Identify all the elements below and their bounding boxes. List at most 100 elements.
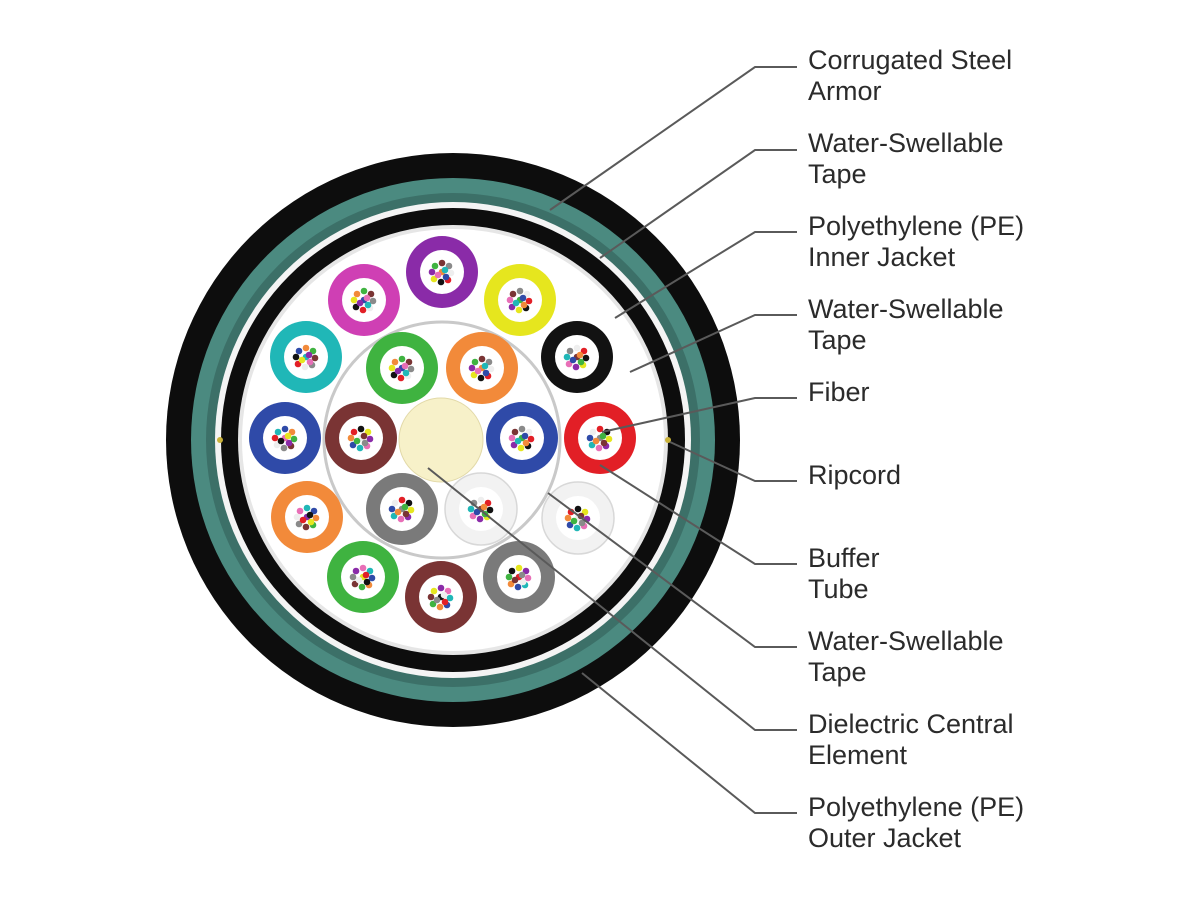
fiber xyxy=(566,521,574,529)
fiber xyxy=(306,511,314,519)
fiber xyxy=(280,444,288,452)
fiber xyxy=(447,269,455,277)
callout-label-line: Element xyxy=(808,740,908,770)
fiber xyxy=(301,363,309,371)
fiber xyxy=(569,356,577,364)
fiber xyxy=(510,441,518,449)
fiber xyxy=(277,437,285,445)
fiber xyxy=(298,356,306,364)
fiber xyxy=(437,278,445,286)
fiber xyxy=(600,439,608,447)
fiber xyxy=(514,583,522,591)
ripcord-left xyxy=(217,437,223,443)
inner-water-swellable-tape xyxy=(322,320,562,560)
fiber xyxy=(366,435,374,443)
callout-label-line: Buffer xyxy=(808,543,880,573)
fiber xyxy=(431,262,439,270)
fiber xyxy=(514,437,522,445)
callout-label-line: Ripcord xyxy=(808,460,902,490)
fiber xyxy=(359,306,367,314)
fiber xyxy=(436,603,444,611)
leader-line xyxy=(599,149,797,259)
fiber xyxy=(478,355,486,363)
fiber xyxy=(446,594,454,602)
fiber xyxy=(582,354,590,362)
fiber xyxy=(271,434,279,442)
buffer-tube xyxy=(484,264,556,336)
callout-label-line: Dielectric Central xyxy=(808,709,1014,739)
callout-label-line: Tape xyxy=(808,159,867,189)
buffer-tube xyxy=(446,332,518,404)
callout-label-line: Tube xyxy=(808,574,869,604)
fiber xyxy=(437,584,445,592)
fiber xyxy=(485,358,493,366)
buffer-tube xyxy=(325,402,397,474)
fiber xyxy=(367,290,375,298)
callout-label-line: Corrugated Steel xyxy=(808,45,1013,75)
callout-label-line: Polyethylene (PE) xyxy=(808,792,1025,822)
fiber xyxy=(516,287,524,295)
fiber xyxy=(397,374,405,382)
fiber xyxy=(402,510,410,518)
fiber xyxy=(521,432,529,440)
fiber xyxy=(440,591,448,599)
callout-label: Polyethylene (PE)Inner Jacket xyxy=(808,211,1024,273)
fiber xyxy=(433,596,441,604)
fiber xyxy=(306,358,314,366)
fiber xyxy=(429,600,437,608)
fiber xyxy=(285,439,293,447)
fiber xyxy=(281,425,289,433)
fiber xyxy=(402,369,410,377)
fiber xyxy=(309,347,317,355)
fiber xyxy=(438,259,446,267)
buffer-tube xyxy=(270,321,342,393)
fiber xyxy=(427,593,435,601)
buffer-tube xyxy=(444,472,518,546)
fiber xyxy=(441,266,449,274)
fiber xyxy=(292,353,300,361)
fiber xyxy=(524,574,532,582)
callout-label-line: Armor xyxy=(808,76,882,106)
fiber xyxy=(473,508,481,516)
fiber xyxy=(512,299,520,307)
fiber xyxy=(522,567,530,575)
fiber xyxy=(477,496,485,504)
fiber xyxy=(295,347,303,355)
fiber xyxy=(355,576,363,584)
fiber xyxy=(284,432,292,440)
fiber xyxy=(523,290,531,298)
fiber xyxy=(356,444,364,452)
fiber xyxy=(563,353,571,361)
fiber xyxy=(484,499,492,507)
callout-label-line: Fiber xyxy=(808,377,870,407)
fiber xyxy=(398,355,406,363)
fiber xyxy=(302,523,310,531)
fiber xyxy=(573,344,581,352)
callout-label-line: Water-Swellable xyxy=(808,294,1004,324)
leader-line xyxy=(547,492,797,648)
fiber xyxy=(363,578,371,586)
fiber xyxy=(511,576,519,584)
fiber xyxy=(515,306,523,314)
fiber xyxy=(363,294,371,302)
leader-line xyxy=(599,464,797,565)
fiber xyxy=(362,571,370,579)
leader-line xyxy=(581,672,797,814)
leader-line xyxy=(669,441,797,482)
fiber xyxy=(305,351,313,359)
fiber xyxy=(311,354,319,362)
fiber xyxy=(430,275,438,283)
buffer-tube xyxy=(486,402,558,474)
fiber xyxy=(397,515,405,523)
buffer-tube xyxy=(541,481,615,555)
fiber xyxy=(445,262,453,270)
fiber xyxy=(390,512,398,520)
fiber xyxy=(520,301,528,309)
fiber xyxy=(577,358,585,366)
fiber xyxy=(360,287,368,295)
fiber xyxy=(522,439,530,447)
